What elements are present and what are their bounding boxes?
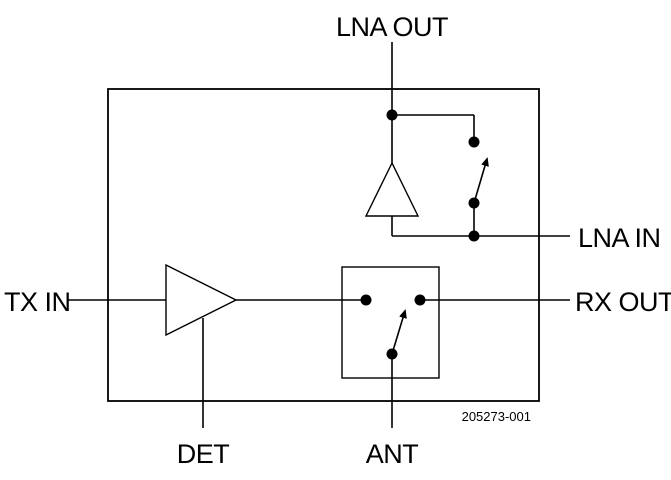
tr-switch-tx-contact — [360, 294, 372, 306]
pin-label-tx-in: TX IN — [4, 287, 71, 317]
bypass-switch-arm-icon — [473, 157, 489, 204]
pa-amplifier-icon — [165, 263, 238, 337]
tr-switch-box — [341, 266, 440, 379]
package-outline — [107, 88, 540, 402]
pin-label-lna-in: LNA IN — [578, 223, 661, 253]
pin-label-ant: ANT — [366, 439, 419, 469]
lna-amplifier-icon — [364, 161, 420, 217]
bypass-switch-contact-top — [468, 136, 480, 148]
part-number: 205273-001 — [462, 409, 531, 424]
pin-label-rx-out: RX OUT — [575, 287, 671, 317]
tr-switch-arm-icon — [391, 309, 407, 355]
pin-label-lna-out: LNA OUT — [336, 12, 448, 42]
pin-label-det: DET — [177, 439, 230, 469]
